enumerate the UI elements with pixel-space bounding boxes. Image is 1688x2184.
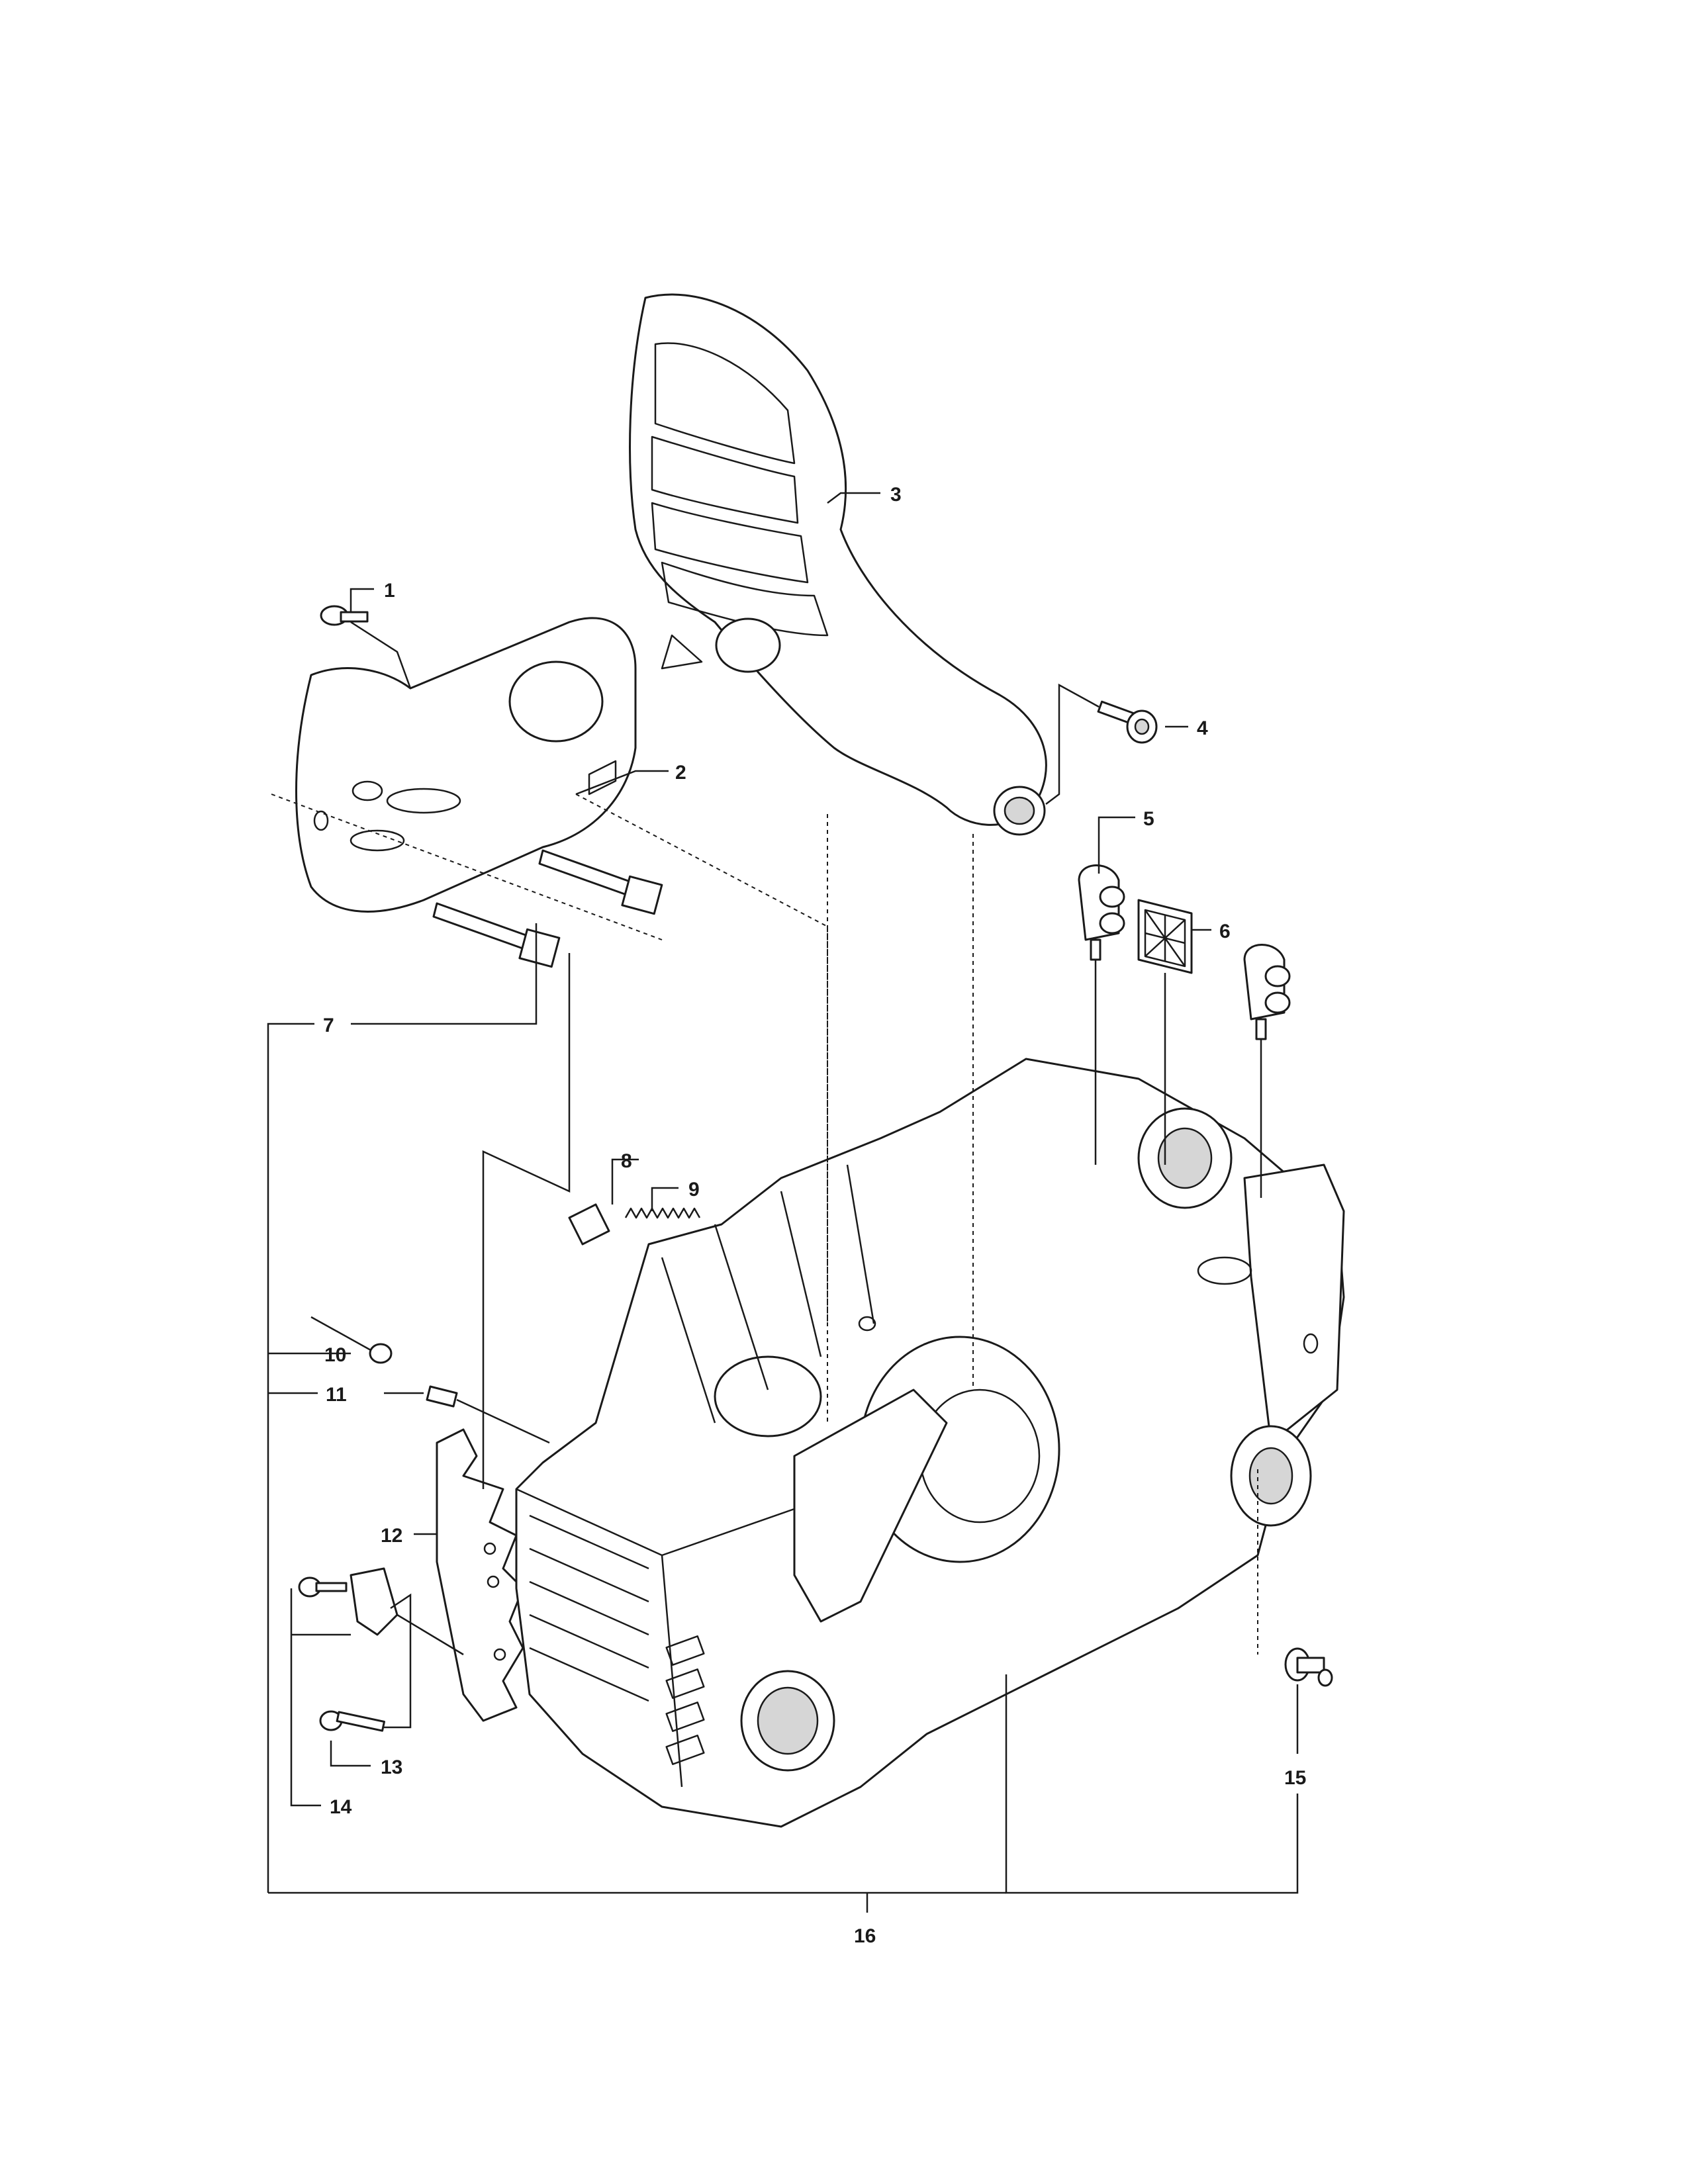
- part-4-screw: [1097, 700, 1158, 744]
- leader-lines: [267, 492, 1299, 1913]
- part-2-side-plate: [295, 617, 637, 913]
- part-14-bracket: [298, 1567, 399, 1636]
- part-7-bar-studs: [432, 849, 663, 968]
- part-16-crankcase: [515, 1058, 1345, 1828]
- callout-16: 16: [854, 1925, 876, 1947]
- part-13-screw: [319, 1710, 385, 1732]
- part-15-buffer: [1284, 1647, 1333, 1687]
- part-5-av-element: [1078, 864, 1125, 961]
- part-10-nut: [369, 1343, 393, 1364]
- part-5-av-element-second: [1243, 944, 1291, 1040]
- callout-14: 14: [330, 1796, 352, 1818]
- part-6-grille: [1137, 899, 1193, 974]
- callout-8: 8: [621, 1150, 632, 1172]
- callout-1: 1: [384, 580, 395, 602]
- part-1-screw: [320, 605, 369, 626]
- callout-10: 10: [324, 1344, 346, 1366]
- callout-labels: 1 2 3 4 5 6 7 8 9 10 11 12 13 14 15 16: [323, 484, 1306, 1947]
- callout-4: 4: [1197, 717, 1208, 739]
- callout-13: 13: [381, 1756, 402, 1778]
- callout-12: 12: [381, 1525, 402, 1547]
- callout-15: 15: [1284, 1767, 1306, 1789]
- part-11-screw: [426, 1385, 458, 1408]
- callout-5: 5: [1143, 808, 1154, 830]
- part-8-slider: [568, 1203, 610, 1246]
- callout-3: 3: [890, 484, 902, 506]
- callout-11: 11: [326, 1384, 347, 1406]
- callout-6: 6: [1219, 921, 1231, 942]
- callout-2: 2: [675, 762, 686, 784]
- part-9-spring: [624, 1207, 701, 1219]
- part-12-spike-bumper: [436, 1428, 524, 1722]
- callout-9: 9: [688, 1179, 700, 1201]
- callout-7: 7: [323, 1015, 334, 1036]
- part-3-rear-handle: [629, 293, 1047, 836]
